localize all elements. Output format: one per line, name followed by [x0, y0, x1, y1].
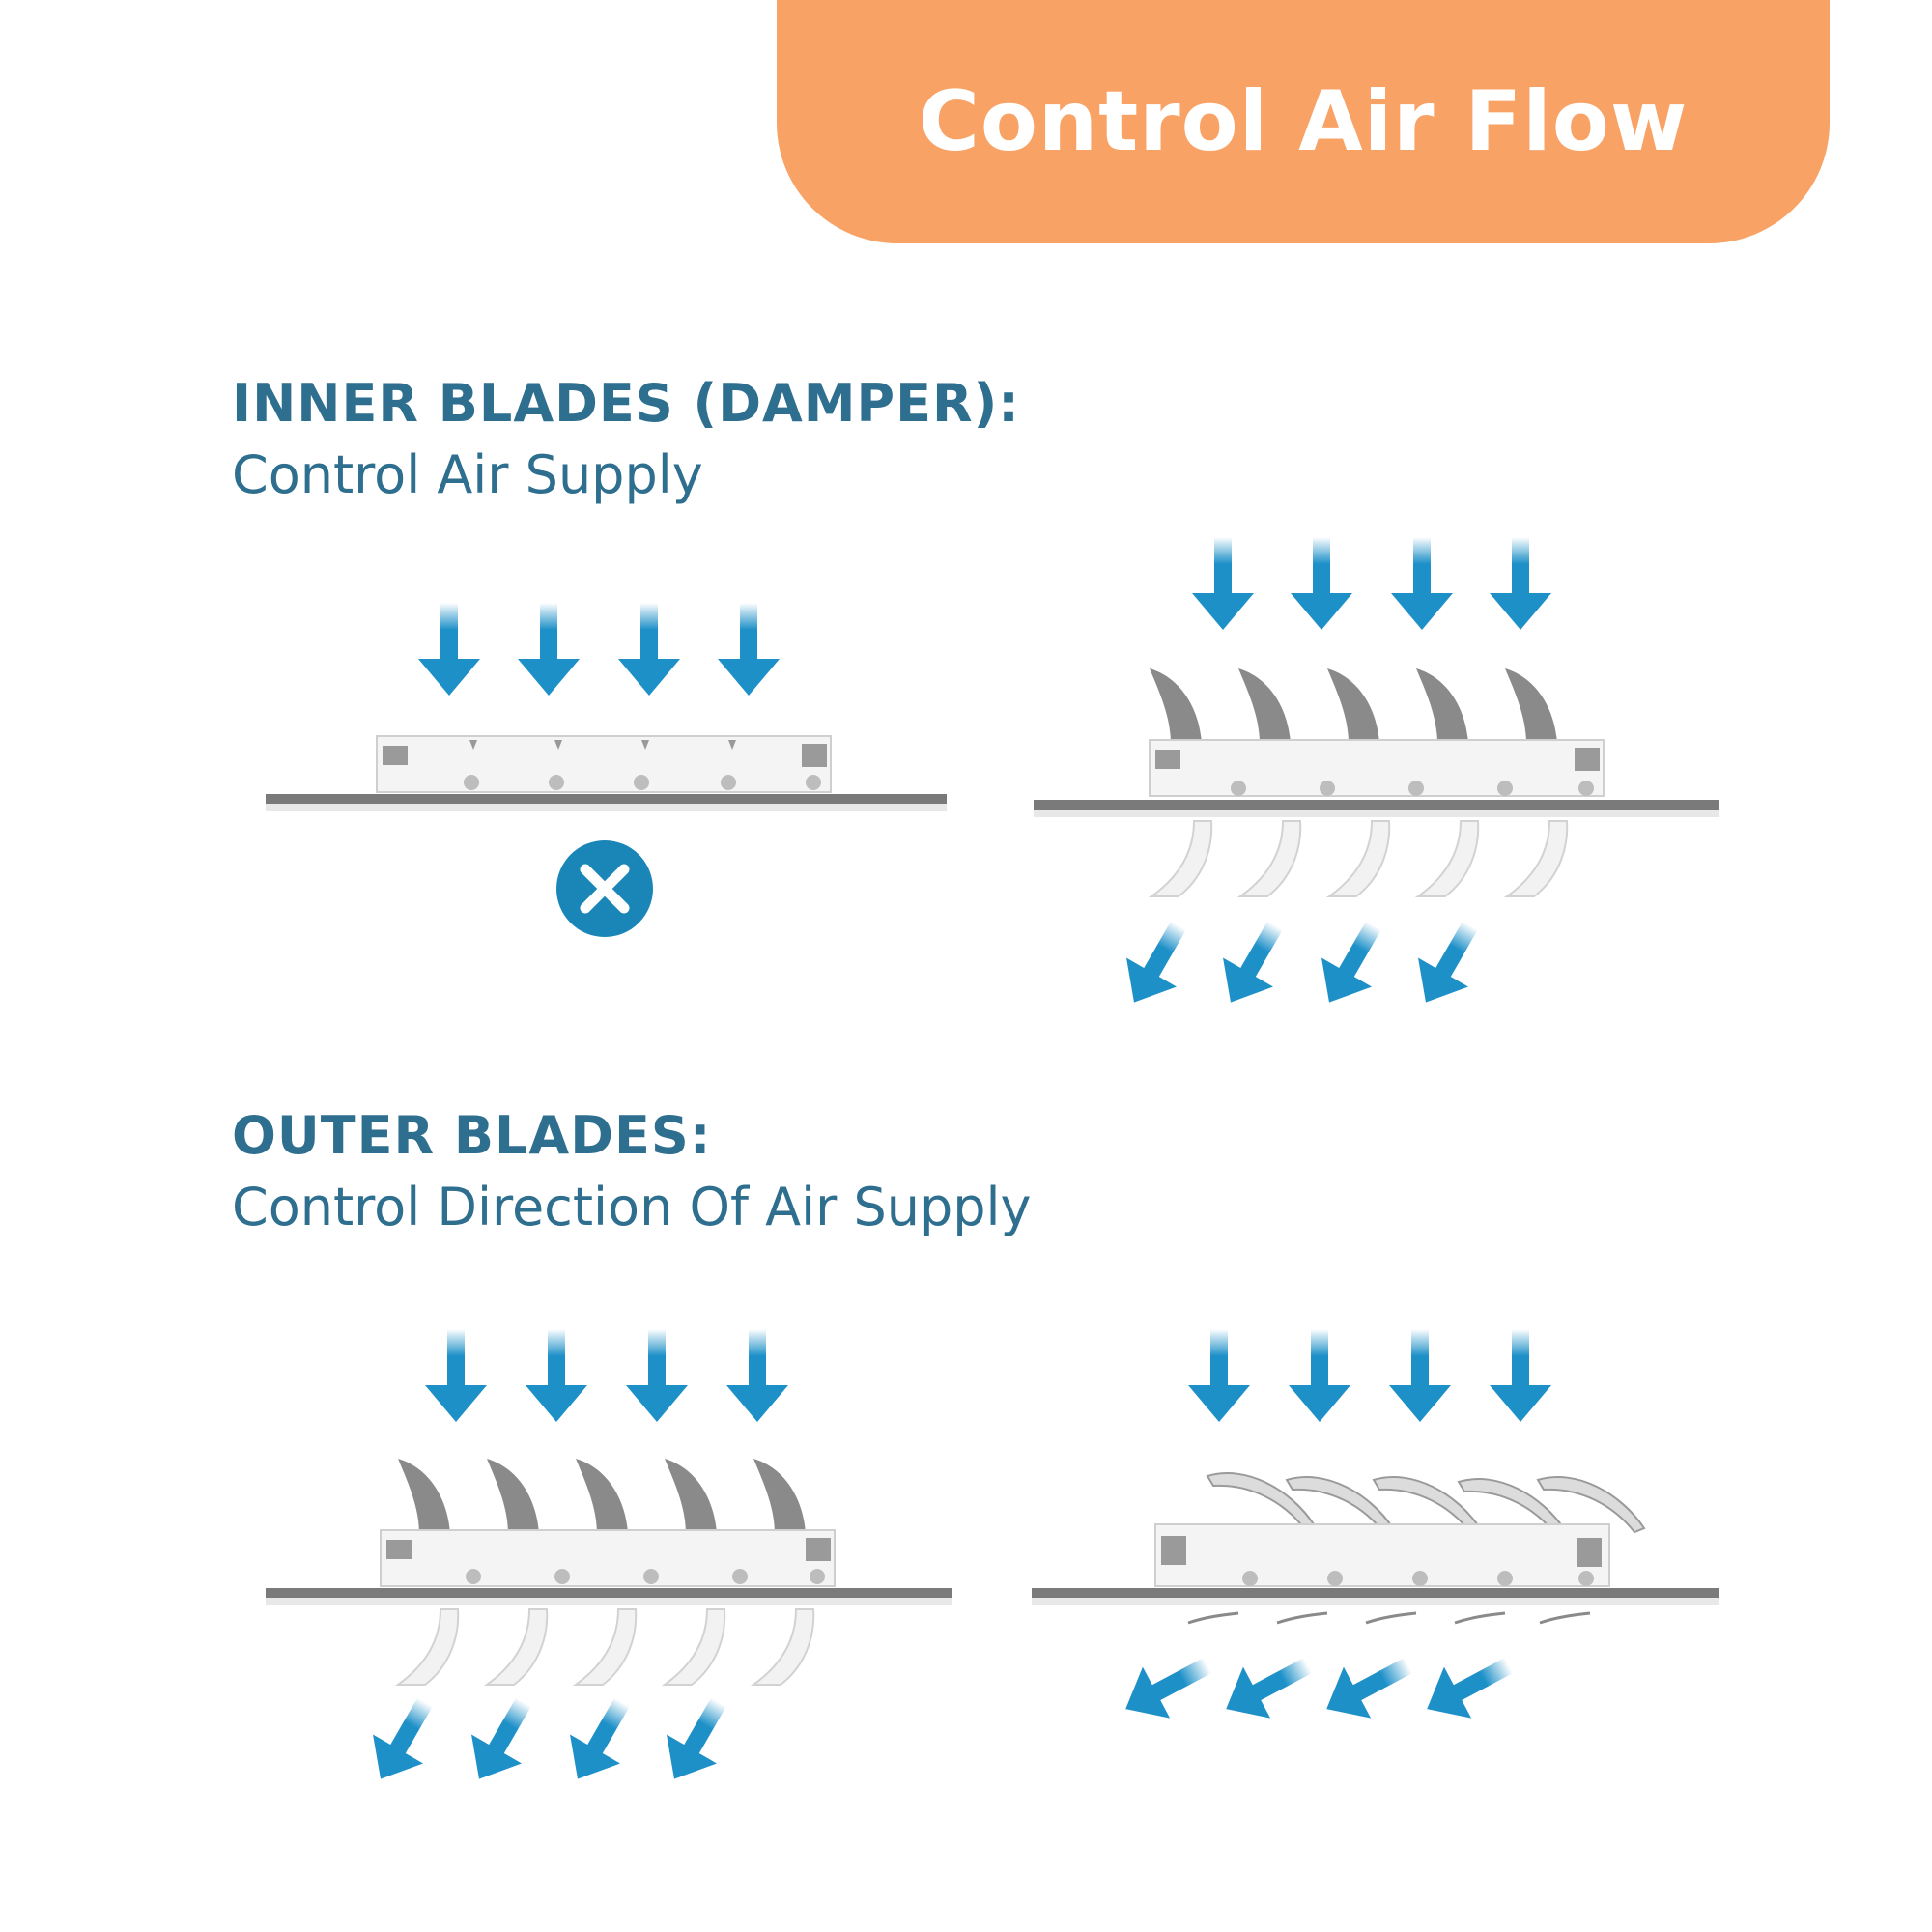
outer-blades-subtitle: Control Direction Of Air Supply: [232, 1177, 1032, 1237]
damper-frame: [376, 735, 832, 793]
grille-rail: [266, 794, 947, 811]
arrow-down-icon: [1291, 537, 1352, 630]
arrow-diagonal-icon: [355, 1688, 450, 1794]
title-banner: Control Air Flow: [777, 0, 1830, 243]
arrow-diagonal-icon: [649, 1688, 744, 1794]
inner-blades: [1150, 668, 1557, 744]
grille-rail: [1032, 1588, 1719, 1605]
arrow-down-icon: [1490, 1329, 1551, 1422]
arrow-down-icon: [718, 603, 780, 696]
arrow-diagonal-icon: [1109, 911, 1204, 1017]
outer-blades-sideways-diagram: [1024, 1323, 1739, 1768]
arrow-down-icon: [1490, 537, 1551, 630]
arrow-diagonal-icon: [1206, 911, 1300, 1017]
outer-blades: [397, 1608, 815, 1686]
arrow-left-diagonal-icon: [1212, 1639, 1322, 1735]
arrow-down-icon: [518, 603, 580, 696]
arrow-diagonal-icon: [1401, 911, 1495, 1017]
arrow-down-icon: [526, 1329, 587, 1422]
outer-blades-down-diagram: [251, 1323, 966, 1806]
arrow-diagonal-icon: [1304, 911, 1399, 1017]
arrow-down-icon: [1389, 1329, 1451, 1422]
damper-frame: [380, 1529, 836, 1587]
arrow-down-icon: [1289, 1329, 1350, 1422]
grille-rail: [1034, 800, 1719, 817]
arrow-down-icon: [1192, 537, 1254, 630]
arrow-down-icon: [418, 603, 480, 696]
arrow-down-icon: [1188, 1329, 1250, 1422]
close-x-icon: [556, 840, 653, 937]
arrow-left-diagonal-icon: [1413, 1639, 1523, 1735]
damper-closed-diagram: [251, 580, 966, 966]
outer-blades-heading: OUTER BLADES:: [232, 1105, 712, 1166]
grille-rail: [266, 1588, 952, 1605]
inner-blades-heading: INNER BLADES (DAMPER):: [232, 373, 1020, 434]
outer-blades: [1151, 820, 1569, 897]
arrow-down-icon: [726, 1329, 788, 1422]
damper-frame: [1154, 1523, 1610, 1587]
damper-open-diagram: [1024, 522, 1739, 1024]
damper-frame: [1149, 739, 1605, 797]
arrow-diagonal-icon: [454, 1688, 549, 1794]
arrow-down-icon: [1391, 537, 1453, 630]
outer-blades: [1186, 1611, 1592, 1625]
inner-blades: [398, 1459, 806, 1534]
arrow-down-icon: [626, 1329, 688, 1422]
arrow-down-icon: [618, 603, 680, 696]
arrow-left-diagonal-icon: [1313, 1639, 1423, 1735]
banner-title: Control Air Flow: [918, 73, 1689, 170]
arrow-left-diagonal-icon: [1112, 1639, 1222, 1735]
inner-blades-subtitle: Control Air Supply: [232, 444, 703, 505]
arrow-down-icon: [425, 1329, 487, 1422]
arrow-diagonal-icon: [553, 1688, 647, 1794]
